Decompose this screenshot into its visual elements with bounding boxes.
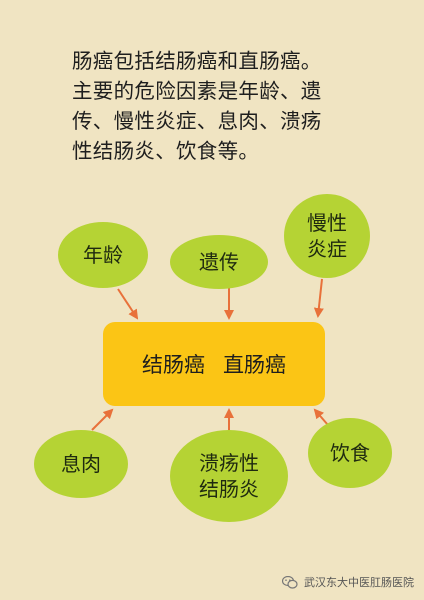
- factor-ulcerative-colitis-line-2: 结肠炎: [199, 477, 259, 501]
- center-box-colorectal-cancer: 结肠癌 直肠癌: [103, 322, 325, 406]
- wechat-icon: [282, 575, 298, 589]
- factor-polyps-label: 息肉: [61, 452, 101, 476]
- factor-polyps: 息肉: [34, 430, 128, 498]
- factor-age-label: 年龄: [83, 243, 123, 267]
- factor-diet: 饮食: [308, 418, 392, 488]
- intro-line-2: 主要的危险因素是年龄、遗: [72, 79, 322, 103]
- factor-genetics-label: 遗传: [199, 250, 239, 274]
- factor-diet-label: 饮食: [330, 441, 370, 465]
- arrow-age: [117, 288, 139, 320]
- factor-genetics: 遗传: [170, 235, 268, 289]
- watermark: 武汉东大中医肛肠医院: [282, 574, 414, 590]
- factor-age: 年龄: [58, 222, 148, 288]
- arrow-polyps: [91, 408, 114, 431]
- watermark-text: 武汉东大中医肛肠医院: [304, 576, 414, 589]
- intro-line-1: 肠癌包括结肠癌和直肠癌。: [72, 49, 322, 73]
- factor-ulcerative-colitis-line-1: 溃疡性: [199, 451, 259, 475]
- intro-line-4: 性结肠炎、饮食等。: [72, 139, 260, 163]
- center-term-rectal-cancer: 直肠癌: [223, 353, 286, 377]
- arrow-chronic-inflammation: [313, 278, 324, 318]
- factor-chronic-inflammation: 慢性 炎症: [284, 194, 370, 278]
- intro-text: 肠癌包括结肠癌和直肠癌。 主要的危险因素是年龄、遗 传、慢性炎症、息肉、溃疡 性…: [72, 46, 402, 166]
- center-term-colon-cancer: 结肠癌: [142, 353, 205, 377]
- factor-chronic-inflammation-line-1: 慢性: [307, 211, 347, 235]
- intro-line-3: 传、慢性炎症、息肉、溃疡: [72, 109, 322, 133]
- factor-chronic-inflammation-line-2: 炎症: [307, 237, 347, 261]
- factor-ulcerative-colitis: 溃疡性 结肠炎: [170, 430, 288, 522]
